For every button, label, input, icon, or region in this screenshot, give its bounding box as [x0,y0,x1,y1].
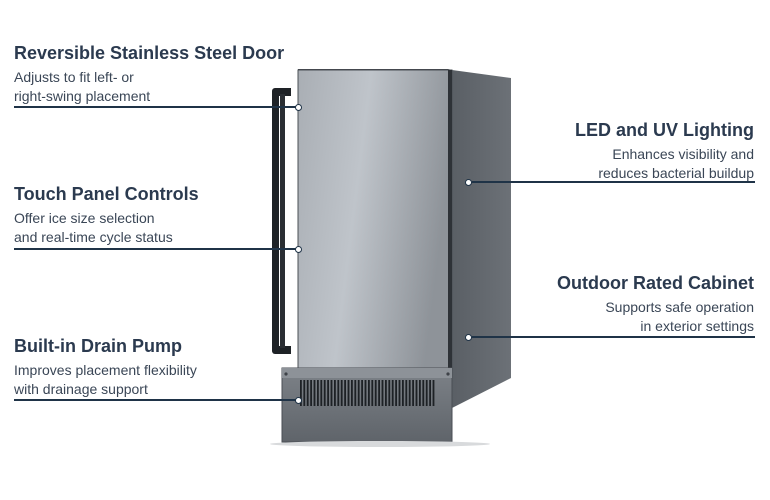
vent-slat [357,380,360,406]
kick-plate-screw [284,372,288,376]
vent-slat [412,380,414,406]
feature-description: Adjusts to fit left- or right-swing plac… [14,68,284,106]
leader-line-controls [14,248,296,250]
vent-slat [337,380,340,406]
vent-slat [340,380,343,406]
door-panel [297,69,453,377]
vent-slat [385,380,387,406]
vent-slat [402,380,404,406]
vent-slat [371,380,374,406]
feature-desc-line: right-swing placement [14,88,151,104]
vent-slat [347,380,350,406]
vent-slat [432,380,435,406]
feature-title: Reversible Stainless Steel Door [14,43,285,63]
feature-desc-line: reduces bacterial buildup [598,165,754,181]
door-handle-grip [280,94,285,348]
vent-slat [306,380,309,406]
vent-slat [425,380,428,406]
vent-slat [415,380,418,406]
ice-maker-appliance-image [270,69,511,447]
leader-line-door [14,106,296,108]
vent-slat [344,380,346,406]
vent-slat [408,380,411,406]
feature-desc-line: in exterior settings [640,318,754,334]
feature-description: Enhances visibility and reduces bacteria… [575,145,754,183]
base-shadow [270,441,490,447]
cabinet-side-panel [452,70,511,408]
vent-slat [391,380,394,406]
leader-line-lighting [472,181,755,183]
vent-slat [422,380,425,406]
leader-line-pump [14,399,296,401]
vent-slat [313,380,316,406]
feature-title: Built-in Drain Pump [14,336,182,356]
vent-slat [374,380,377,406]
vent-slat [354,380,357,406]
vent-slat [429,380,431,406]
door-handle-mount-bottom [275,346,291,354]
vent-slat [300,380,302,406]
feature-desc-line: Adjusts to fit left- or [14,69,134,85]
feature-title: Touch Panel Controls [14,184,199,204]
callout-dot-cabinet [465,333,472,341]
feature-touch-panel: Touch Panel Controls Offer ice size sele… [14,183,199,247]
vent-slat [323,380,326,406]
feature-led-uv-lighting: LED and UV Lighting Enhances visibility … [575,119,754,183]
callout-dot-controls [295,245,302,253]
callout-dot-lighting [465,178,472,186]
vent-slat [395,380,397,406]
kick-plate-top-strip [282,368,452,378]
feature-description: Supports safe operation in exterior sett… [557,298,754,336]
feature-description: Improves placement flexibility with drai… [14,361,197,399]
feature-title: LED and UV Lighting [575,120,754,140]
callout-dot-door [295,103,302,111]
vent-slat [351,380,353,406]
door-handle-mount-top [275,88,291,96]
vent-slat [364,380,367,406]
vent-slat [330,380,333,406]
leader-line-cabinet [472,336,755,338]
feature-title: Outdoor Rated Cabinet [557,273,754,293]
vent-slat [398,380,401,406]
vent-slat [327,380,329,406]
feature-desc-line: Offer ice size selection [14,210,155,226]
feature-desc-line: and real-time cycle status [14,229,173,245]
feature-drain-pump: Built-in Drain Pump Improves placement f… [14,335,197,399]
vent-slat [310,380,312,406]
vent-slat [320,380,323,406]
vent-slat [388,380,391,406]
feature-desc-line: Supports safe operation [605,299,754,315]
feature-description: Offer ice size selection and real-time c… [14,209,199,247]
feature-reversible-door: Reversible Stainless Steel Door Adjusts … [14,42,284,106]
vent-slat [405,380,408,406]
door-handle-bar [272,88,279,354]
vent-slat [368,380,370,406]
vent-slat [378,380,380,406]
callout-dot-pump [295,396,302,404]
feature-desc-line: Improves placement flexibility [14,362,197,378]
kick-plate-screw [446,372,450,376]
feature-desc-line: Enhances visibility and [612,146,754,162]
feature-outdoor-cabinet: Outdoor Rated Cabinet Supports safe oper… [557,272,754,336]
vent-slat [419,380,421,406]
door-edge [448,70,452,376]
vent-slat [303,380,306,406]
vent-slat [361,380,363,406]
feature-desc-line: with drainage support [14,381,148,397]
vent-slat [334,380,336,406]
vent-slat [381,380,384,406]
vent-slat [317,380,319,406]
vent-grille [300,380,435,406]
